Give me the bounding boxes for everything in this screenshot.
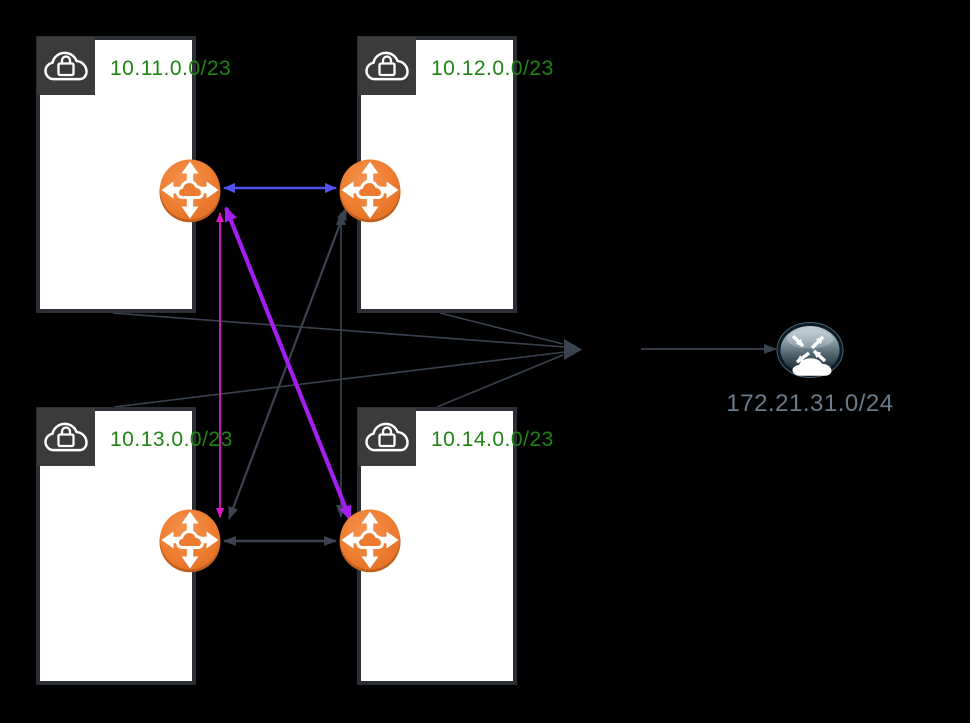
route-line-vpc-b-to-external <box>439 312 564 345</box>
merge-arrowhead <box>564 339 582 360</box>
vpc-router-icon-c <box>160 510 221 573</box>
vpc-router-icon-d <box>340 510 401 573</box>
external-cidr-label: 172.21.31.0/24 <box>726 390 893 417</box>
cisco-router-arrows <box>791 334 827 364</box>
vpc-cidr-label: 10.13.0.0/23 <box>110 428 233 451</box>
vpc-router-icon-b <box>340 160 401 223</box>
route-line-vpc-d-to-external <box>436 354 564 408</box>
vpc-router-glyph <box>160 510 221 573</box>
vpc-cidr-label: 10.12.0.0/23 <box>431 57 554 80</box>
peering-link-a-d <box>224 206 352 521</box>
vpc-cidr-label: 10.14.0.0/23 <box>431 428 554 451</box>
vpc-box-b: 10.12.0.0/23 <box>357 36 554 313</box>
vpc-router-icon-a <box>160 160 221 223</box>
vpc-router-glyph <box>160 160 221 223</box>
vpc-router-glyph <box>340 510 401 573</box>
peering-links <box>216 183 352 546</box>
vpc-cidr-label: 10.11.0.0/23 <box>110 57 231 80</box>
vpc-router-glyph <box>340 160 401 223</box>
cisco-router-icon <box>776 322 844 378</box>
